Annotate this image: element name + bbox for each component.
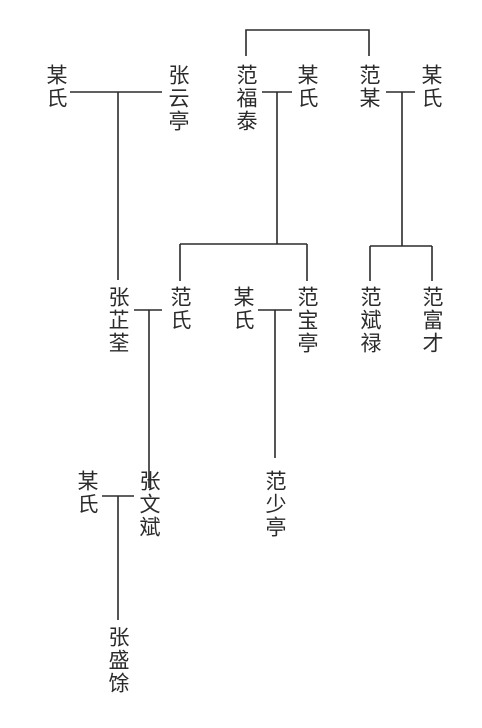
person-mou-shi-2: 某氏 <box>295 64 319 110</box>
person-zhang-wenbin: 张文斌 <box>137 470 161 539</box>
person-fan-baoting: 范宝亭 <box>295 286 319 355</box>
person-fan-binlu: 范斌禄 <box>358 286 382 355</box>
person-fan-mou: 范某 <box>357 64 381 110</box>
person-fan-fucai: 范富才 <box>420 286 444 355</box>
sibling-bracket <box>245 29 370 56</box>
person-mou-shi-4: 某氏 <box>231 286 255 332</box>
person-zhang-zhiquan: 张芷荃 <box>106 286 130 355</box>
person-fan-futai: 范福泰 <box>234 64 258 133</box>
person-mou-shi-1: 某氏 <box>44 64 68 110</box>
person-fan-shi: 范氏 <box>168 286 192 332</box>
person-zhang-yunting: 张云亭 <box>166 64 190 133</box>
person-mou-shi-3: 某氏 <box>419 64 443 110</box>
person-zhang-shengyu: 张盛馀 <box>106 626 130 695</box>
person-mou-shi-5: 某氏 <box>75 470 99 516</box>
person-fan-shaoting: 范少亭 <box>263 470 287 539</box>
